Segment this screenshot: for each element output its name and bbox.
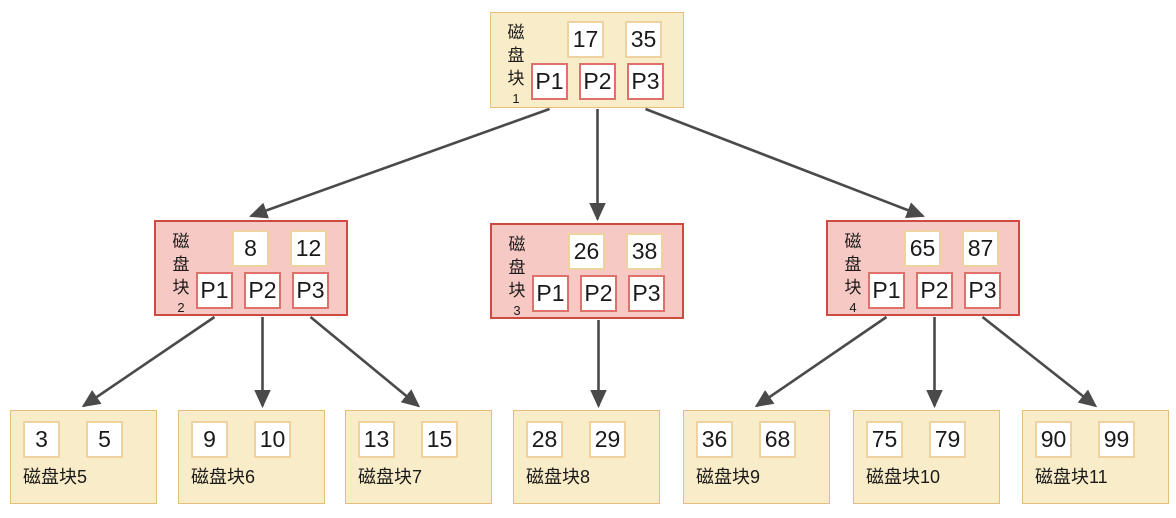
- key-box: 90: [1035, 421, 1072, 458]
- node-disk-block-11: 90 99 磁盘块11: [1022, 410, 1169, 504]
- pointer-box: P2: [580, 275, 617, 312]
- key-box: 15: [421, 421, 458, 458]
- key-box: 65: [904, 230, 941, 267]
- pointer-box: P3: [627, 63, 664, 100]
- key-box: 28: [526, 421, 563, 458]
- key-box: 38: [626, 233, 663, 270]
- node-disk-block-5: 3 5 磁盘块5: [10, 410, 157, 504]
- key-box: 9: [191, 421, 228, 458]
- key-box: 36: [696, 421, 733, 458]
- node-label-text: 磁盘块6: [191, 467, 256, 487]
- key-box: 3: [23, 421, 60, 458]
- pointers-row: P1 P2 P3: [531, 63, 675, 100]
- key-box: 29: [589, 421, 626, 458]
- key-box: 12: [290, 230, 327, 267]
- keys-row: 90 99: [1035, 421, 1156, 458]
- pointer-box: P1: [531, 63, 568, 100]
- edge-arrow: [81, 315, 216, 408]
- keys-row: 17 35: [567, 21, 675, 58]
- pointers-row: P1 P2 P3: [868, 272, 1010, 309]
- node-label-text: 磁盘块: [844, 232, 862, 297]
- keys-row: 13 15: [358, 421, 479, 458]
- pointer-box: P3: [628, 275, 665, 312]
- node-label-text: 磁盘块: [508, 235, 526, 300]
- pointer-box: P1: [532, 275, 569, 312]
- keys-row: 3 5: [23, 421, 144, 458]
- key-box: 87: [962, 230, 999, 267]
- key-box: 99: [1098, 421, 1135, 458]
- keys-row: 75 79: [866, 421, 987, 458]
- node-label-text: 磁盘块7: [358, 467, 423, 487]
- edge-arrow: [249, 107, 550, 219]
- key-box: 8: [232, 230, 269, 267]
- keys-row: 36 68: [696, 421, 817, 458]
- node-disk-block-9: 36 68 磁盘块9: [683, 410, 830, 504]
- pointer-box: P1: [196, 272, 233, 309]
- pointer-box: P3: [964, 272, 1001, 309]
- node-disk-block-4: 磁盘块 4 65 87 P1 P2 P3: [826, 220, 1020, 316]
- node-label-text: 磁盘块10: [866, 467, 941, 487]
- node-disk-block-10: 75 79 磁盘块10: [853, 410, 1000, 504]
- node-label-text: 磁盘块11: [1035, 467, 1108, 487]
- key-box: 26: [568, 233, 605, 270]
- node-label: 磁盘块 2: [166, 229, 196, 315]
- node-label-text: 磁盘块9: [696, 467, 761, 487]
- node-label-text: 磁盘块5: [23, 467, 88, 487]
- key-box: 17: [567, 21, 604, 58]
- node-label: 磁盘块 1: [501, 20, 531, 106]
- key-box: 35: [625, 21, 662, 58]
- edge-arrow: [645, 107, 925, 218]
- node-label-text: 磁盘块: [507, 23, 525, 88]
- keys-row: 8 12: [232, 230, 338, 267]
- node-disk-block-3: 磁盘块 3 26 38 P1 P2 P3: [490, 223, 684, 319]
- keys-row: 28 29: [526, 421, 647, 458]
- node-label: 磁盘块 3: [502, 232, 532, 318]
- pointer-box: P3: [292, 272, 329, 309]
- pointer-box: P1: [868, 272, 905, 309]
- pointers-row: P1 P2 P3: [196, 272, 338, 309]
- pointers-row: P1 P2 P3: [532, 275, 674, 312]
- node-cells: 65 87 P1 P2 P3: [868, 229, 1010, 309]
- node-label-text: 磁盘块8: [526, 467, 591, 487]
- pointer-box: P2: [579, 63, 616, 100]
- node-disk-block-7: 13 15 磁盘块7: [345, 410, 492, 504]
- key-box: 75: [866, 421, 903, 458]
- key-box: 10: [254, 421, 291, 458]
- node-disk-block-1: 磁盘块 1 17 35 P1 P2 P3: [490, 12, 684, 108]
- node-cells: 8 12 P1 P2 P3: [196, 229, 338, 309]
- keys-row: 9 10: [191, 421, 312, 458]
- node-disk-block-2: 磁盘块 2 8 12 P1 P2 P3: [154, 220, 348, 316]
- node-number: 2: [177, 299, 185, 315]
- edge-arrow: [981, 315, 1098, 408]
- edge-arrow: [754, 315, 888, 408]
- key-box: 5: [86, 421, 123, 458]
- key-box: 79: [929, 421, 966, 458]
- key-box: 13: [358, 421, 395, 458]
- node-disk-block-8: 28 29 磁盘块8: [513, 410, 660, 504]
- key-box: 68: [759, 421, 796, 458]
- pointer-box: P2: [916, 272, 953, 309]
- pointer-box: P2: [244, 272, 281, 309]
- keys-row: 26 38: [568, 233, 674, 270]
- node-label-text: 磁盘块: [172, 232, 190, 297]
- node-number: 1: [512, 90, 520, 106]
- node-cells: 26 38 P1 P2 P3: [532, 232, 674, 312]
- keys-row: 65 87: [904, 230, 1010, 267]
- node-number: 3: [513, 302, 521, 318]
- node-cells: 17 35 P1 P2 P3: [531, 20, 675, 100]
- edge-arrow: [309, 315, 421, 408]
- node-label: 磁盘块 4: [838, 229, 868, 315]
- node-number: 4: [849, 299, 857, 315]
- node-disk-block-6: 9 10 磁盘块6: [178, 410, 325, 504]
